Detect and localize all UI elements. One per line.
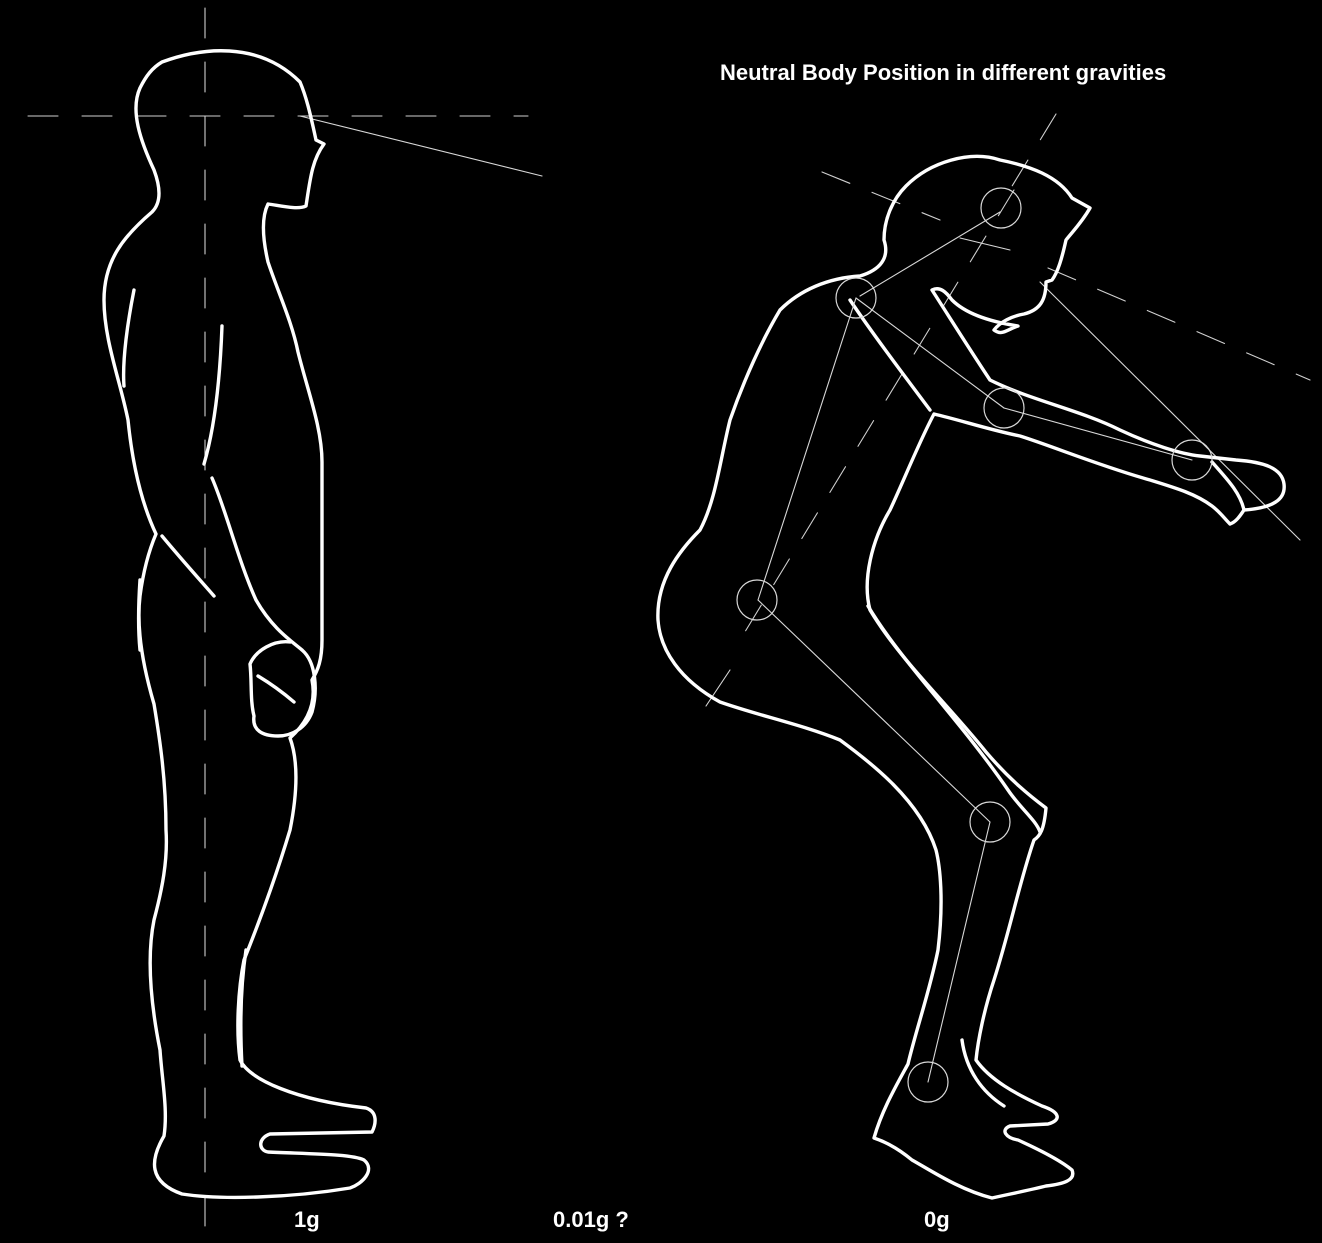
neck-link (860, 212, 1000, 296)
sight-dash (1048, 268, 1310, 380)
gravity-label-0g: 0g (924, 1207, 950, 1233)
torso-axis-dash (740, 190, 1014, 640)
neutral-figure-0g (658, 114, 1310, 1198)
chest-line (204, 326, 222, 464)
standing-figure-1g (28, 8, 542, 1238)
fist-outline (250, 642, 315, 736)
head-axis-dash (822, 172, 940, 220)
head-joint (981, 188, 1021, 228)
upper-arm-link (856, 298, 1004, 408)
head-link (960, 238, 1010, 250)
line-of-sight-1g (300, 116, 542, 176)
diagram-title: Neutral Body Position in different gravi… (720, 60, 1166, 86)
gravity-label-0-01g: 0.01g ? (553, 1207, 629, 1233)
rear-foot-line (962, 1040, 1004, 1106)
thigh-link (758, 600, 990, 822)
arm-line (212, 478, 302, 650)
head-tilt-dash (1006, 114, 1056, 196)
hip-joint (737, 580, 777, 620)
back-line (124, 290, 134, 386)
gravity-label-1g: 1g (294, 1207, 320, 1233)
forearm-link (1004, 408, 1192, 460)
thigh-inner-line (868, 606, 1040, 832)
hip-crease (162, 536, 214, 596)
thigh-line (139, 580, 141, 650)
spine-link (758, 298, 856, 600)
finger-line (258, 676, 294, 702)
neutral-body-outline (658, 156, 1284, 1198)
